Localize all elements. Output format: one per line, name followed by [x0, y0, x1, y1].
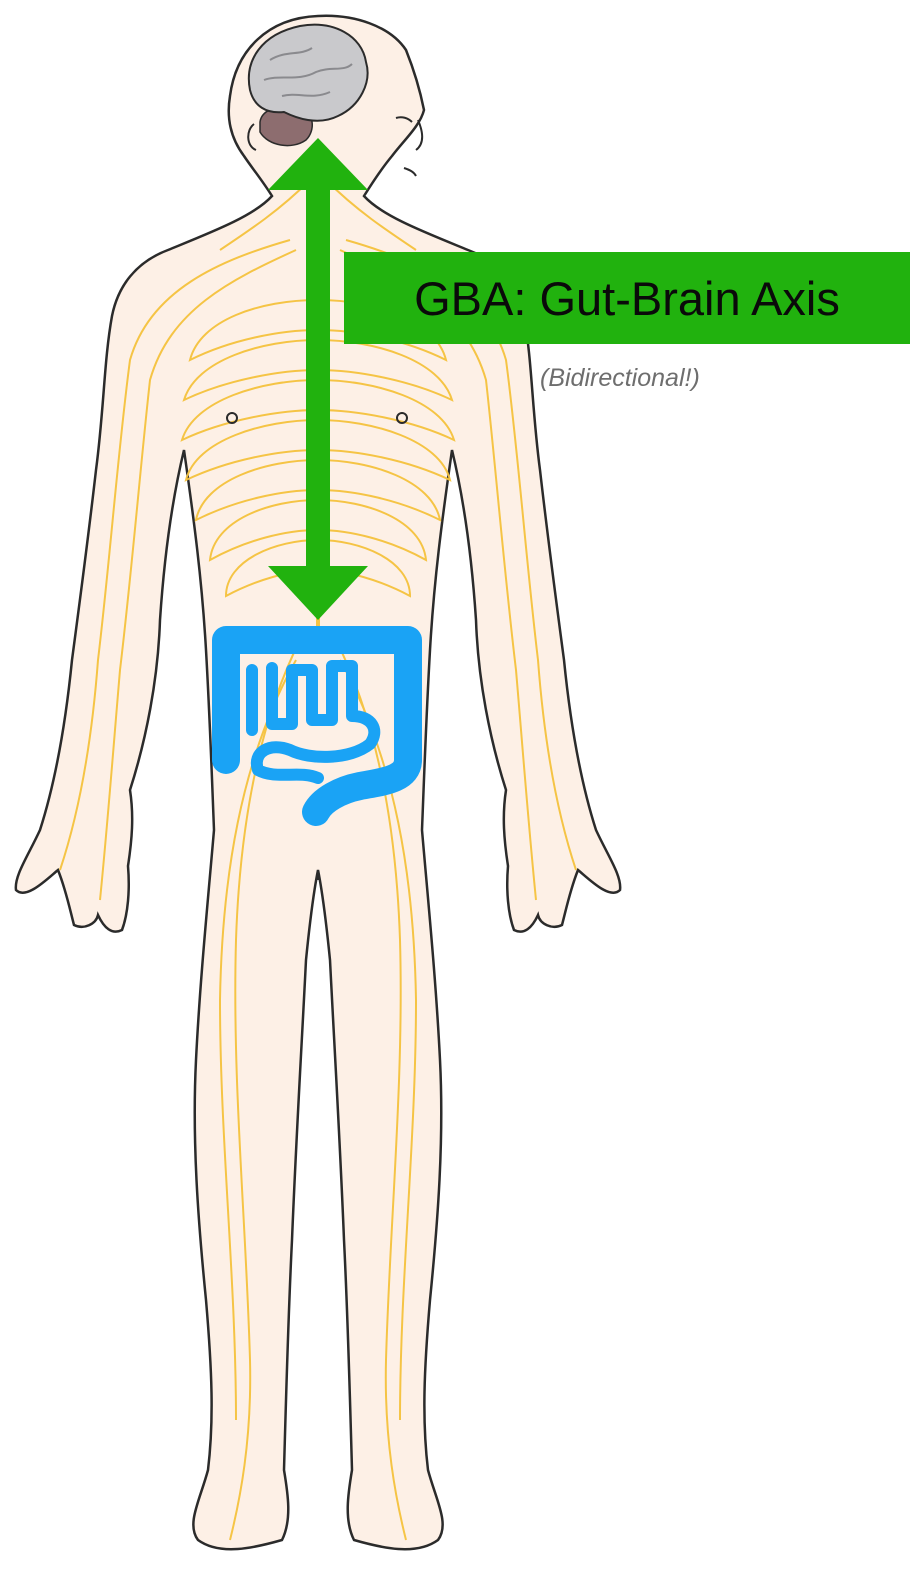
- diagram-subtitle: (Bidirectional!): [540, 364, 840, 393]
- arrow-shaft: [306, 188, 330, 568]
- mouth: [404, 168, 416, 176]
- diagram-title: GBA: Gut-Brain Axis: [344, 252, 910, 344]
